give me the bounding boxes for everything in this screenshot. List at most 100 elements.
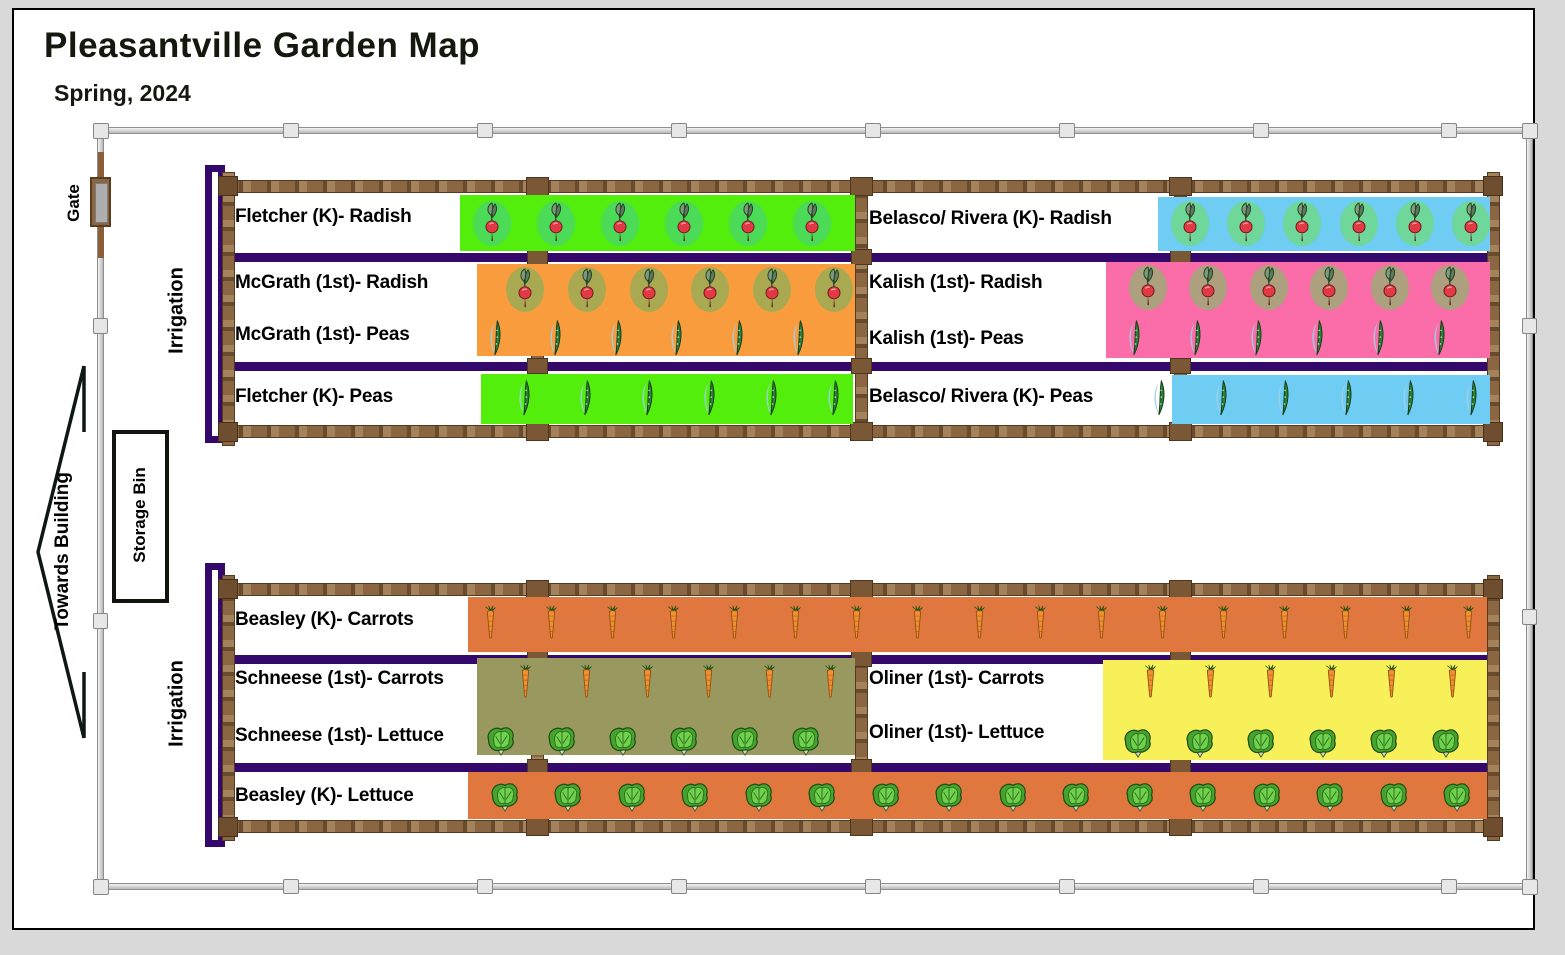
carrot-icon — [1398, 604, 1415, 640]
fence-post — [1059, 123, 1075, 138]
pea-icon — [1371, 318, 1388, 358]
plot-label-belasco-rivera-peas: Belasco/ Rivera (K)- Peas — [869, 386, 1094, 407]
lettuce-icon — [1121, 726, 1155, 758]
gate-label: Gate — [64, 184, 83, 222]
plot-label-oliner: Oliner (1st)- Carrots — [869, 668, 1045, 689]
carrot-icon — [1202, 663, 1219, 699]
bed-frame-corner — [218, 422, 238, 442]
plot-label-schneese: Schneese (1st)- Lettuce — [235, 725, 444, 746]
pea-icon — [517, 378, 534, 418]
radish-icon — [544, 202, 568, 244]
irrigation-pipe — [205, 563, 225, 847]
lettuce-icon — [678, 780, 712, 812]
irrigation-label-top: Irrigation — [165, 267, 188, 354]
radish-icon — [822, 268, 846, 310]
fence-post — [865, 879, 881, 894]
bed-frame-post — [855, 180, 868, 438]
bed-frame-joint — [526, 422, 549, 441]
bed-frame-joint — [851, 249, 872, 265]
radish-icon — [1347, 202, 1371, 244]
lettuce-icon — [1429, 726, 1463, 758]
carrot-icon — [761, 663, 778, 699]
plot-label-mcgrath: McGrath (1st)- Radish — [235, 272, 429, 293]
pea-icon — [669, 318, 686, 358]
pea-icon — [1310, 318, 1327, 358]
radish-icon — [800, 202, 824, 244]
towards-building-label: Towards Building — [52, 472, 73, 630]
lettuce-icon — [1123, 780, 1157, 812]
radish-icon — [1459, 202, 1483, 244]
carrot-icon — [665, 604, 682, 640]
radish-icon — [608, 202, 632, 244]
pea-icon — [609, 318, 626, 358]
carrot-icon — [604, 604, 621, 640]
fence-post — [283, 123, 299, 138]
carrot-icon — [517, 663, 534, 699]
carrot-icon — [1262, 663, 1279, 699]
lettuce-icon — [1183, 726, 1217, 758]
pea-icon — [1339, 378, 1356, 418]
plot-label-beasley-lettuce: Beasley (K)- Lettuce — [235, 785, 414, 806]
bed-fletcher-peas — [481, 374, 853, 424]
lettuce-icon — [484, 724, 518, 756]
carrot-icon — [482, 604, 499, 640]
bed-frame-joint — [851, 358, 872, 374]
carrot-icon — [1444, 663, 1461, 699]
lettuce-icon — [488, 780, 522, 812]
pea-icon — [1214, 378, 1231, 418]
pea-icon — [1249, 318, 1266, 358]
irrigation-pipe — [205, 165, 225, 443]
plot-label-schneese: Schneese (1st)- Carrots — [235, 668, 444, 689]
radish-icon — [1234, 202, 1258, 244]
carrot-icon — [971, 604, 988, 640]
lettuce-icon — [667, 724, 701, 756]
bed-frame-joint — [850, 422, 873, 441]
bed-frame-joint — [1169, 817, 1192, 836]
carrot-icon — [1383, 663, 1400, 699]
radish-icon — [698, 268, 722, 310]
radish-icon — [736, 202, 760, 244]
fence-post — [671, 123, 687, 138]
lettuce-icon — [805, 780, 839, 812]
fence-post — [1522, 879, 1538, 895]
bed-oliner — [1103, 660, 1487, 760]
plot-label-belasco-rivera-radish: Belasco/ Rivera (K)- Radish — [869, 208, 1112, 229]
pea-icon — [1188, 318, 1205, 358]
radish-icon — [672, 202, 696, 244]
lettuce-icon — [728, 724, 762, 756]
pea-icon — [730, 318, 747, 358]
storage-bin — [112, 430, 169, 603]
pea-icon — [488, 318, 505, 358]
plot-label-fletcher-peas: Fletcher (K)- Peas — [235, 386, 393, 407]
bed-frame-joint — [1169, 422, 1192, 441]
lettuce-icon — [1059, 780, 1093, 812]
carrot-icon — [848, 604, 865, 640]
storage-bin-label: Storage Bin — [130, 467, 149, 563]
radish-icon — [1290, 202, 1314, 244]
bed-frame-post — [1487, 575, 1500, 841]
lettuce-icon — [742, 780, 776, 812]
plot-label-kalish: Kalish (1st)- Peas — [869, 328, 1024, 349]
pea-icon — [1432, 318, 1449, 358]
radish-icon — [760, 268, 784, 310]
gate-icon — [90, 177, 111, 227]
lettuce-icon — [545, 724, 579, 756]
bed-frame-corner — [1483, 422, 1503, 442]
fence-post — [1253, 879, 1269, 894]
carrot-icon — [543, 604, 560, 640]
plot-label-fletcher-radish: Fletcher (K)- Radish — [235, 206, 412, 227]
bed-belasco-rivera-radish — [1158, 197, 1490, 251]
lettuce-icon — [869, 780, 903, 812]
pea-icon — [1152, 378, 1169, 418]
radish-icon — [1136, 266, 1160, 308]
carrot-icon — [822, 663, 839, 699]
bed-kalish — [1106, 262, 1490, 358]
bed-frame-corner — [1483, 579, 1503, 599]
lettuce-icon — [932, 780, 966, 812]
bed-frame-corner — [218, 176, 238, 196]
fence-post — [1441, 123, 1457, 138]
gate-panel — [95, 183, 108, 223]
bed-frame-joint — [527, 358, 548, 374]
bed-frame-corner — [218, 579, 238, 599]
pea-icon — [702, 378, 719, 418]
